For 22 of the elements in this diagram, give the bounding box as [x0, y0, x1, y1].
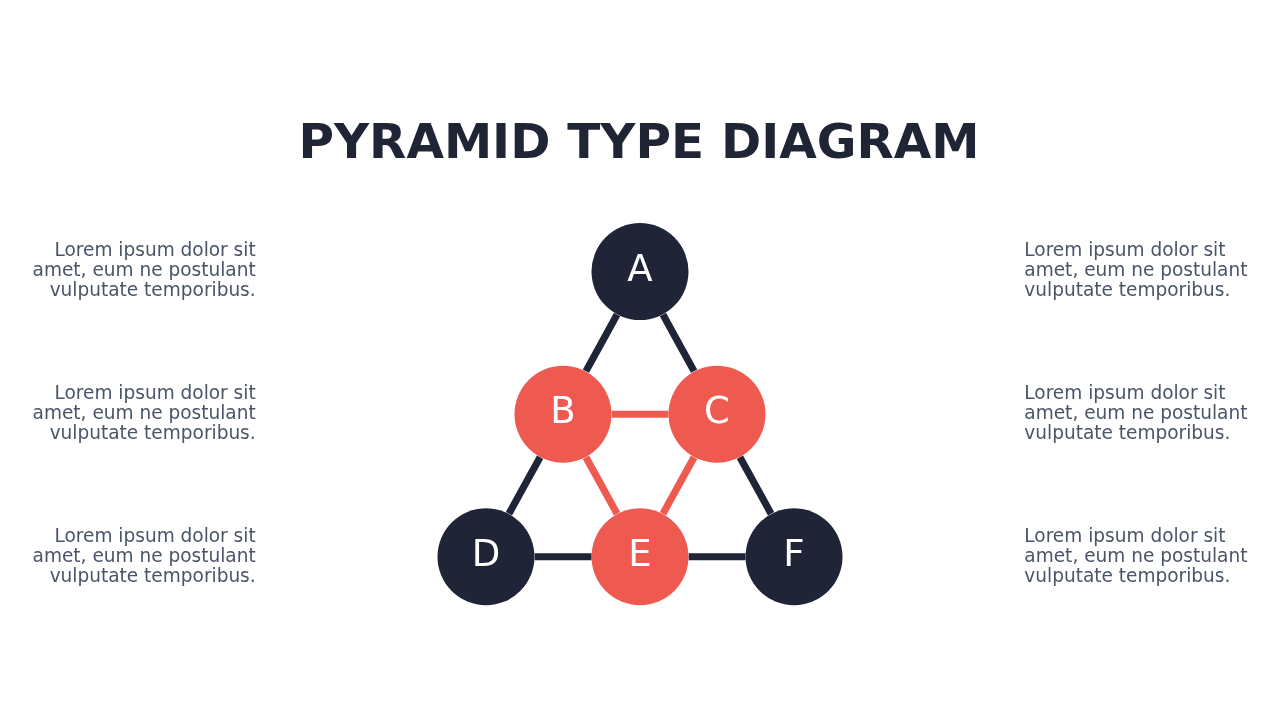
diagram-title: PYRAMID TYPE DIAGRAM [298, 112, 980, 169]
node-circle: B [514, 365, 612, 463]
connector [505, 455, 544, 516]
node-circle: A [591, 223, 689, 321]
connector [688, 553, 746, 561]
label: Lorem ipsum dolor sit amet, eum ne postulant vulputate temporibus. [1024, 524, 1248, 586]
connector [611, 410, 669, 418]
connector [582, 455, 621, 516]
label: Lorem ipsum dolor sit amet, eum ne postulant vulputate temporibus. [1024, 239, 1248, 301]
node-circle: F [745, 508, 843, 606]
connector [582, 312, 621, 373]
node-circle: C [668, 365, 766, 463]
label: Lorem ipsum dolor sit amet, eum ne postulant vulputate temporibus. [32, 382, 256, 444]
connector [534, 553, 592, 561]
label: Lorem ipsum dolor sit amet, eum ne postulant vulputate temporibus. [32, 524, 256, 586]
label: Lorem ipsum dolor sit amet, eum ne postulant vulputate temporibus. [32, 239, 256, 301]
label: Lorem ipsum dolor sit amet, eum ne postulant vulputate temporibus. [1024, 382, 1248, 444]
node-circle: D [437, 508, 535, 606]
node-circle: E [591, 508, 689, 606]
connector [659, 312, 698, 373]
connector [736, 455, 775, 516]
connector [659, 455, 698, 516]
